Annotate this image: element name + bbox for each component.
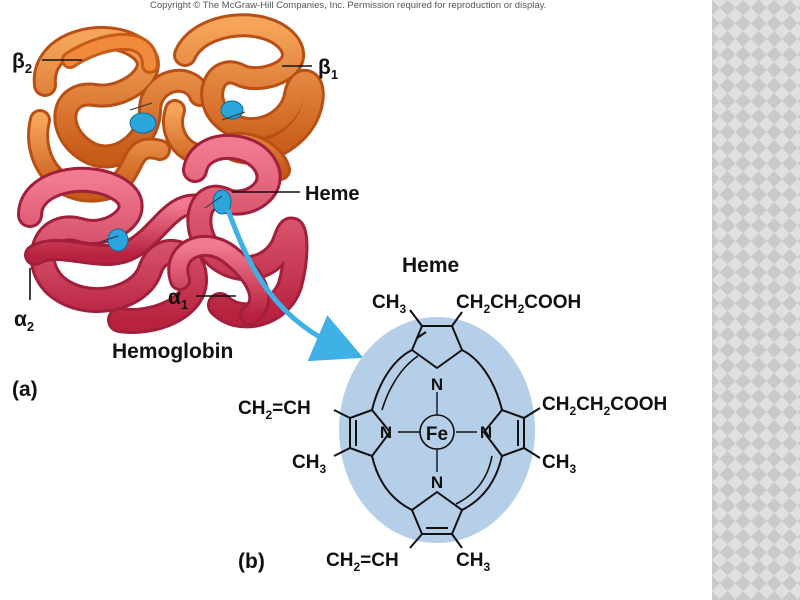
alpha2-label: α2 (14, 308, 34, 334)
copyright-notice: Copyright © The McGraw-Hill Companies, I… (150, 0, 547, 11)
nitrogen-top: N (431, 375, 443, 394)
panel-b-label: (b) (238, 550, 265, 573)
leader-lines (29, 59, 312, 300)
sub-left-lower-ch3: CH3 (292, 452, 326, 476)
sub-right-propionate: CH2CH2COOH (542, 394, 667, 418)
checkered-side-border (712, 0, 800, 600)
heme-molecule-title: Heme (402, 254, 459, 277)
sub-top-right-propionate: CH2CH2COOH (456, 292, 581, 316)
nitrogen-bottom: N (431, 473, 443, 492)
heme-groups (99, 100, 246, 252)
heme-callout-label: Heme (305, 183, 359, 205)
sub-bottom-right-ch3: CH3 (456, 550, 490, 574)
sub-right-lower-ch3: CH3 (542, 452, 576, 476)
hemoglobin-title: Hemoglobin (112, 340, 233, 363)
panel-a-label: (a) (12, 378, 38, 401)
zoom-arrow (225, 209, 364, 362)
iron-atom-circle (419, 414, 455, 450)
sub-top-left-ch3: CH3 (372, 292, 406, 316)
iron-atom: Fe (426, 424, 448, 445)
sub-bottom-left-vinyl: CH2=CH (326, 550, 399, 574)
beta1-label: β1 (318, 56, 338, 82)
beta2-label: β2 (12, 50, 32, 76)
porphyrin-ring (333, 309, 541, 549)
nitrogen-left: N (380, 423, 392, 442)
nitrogen-right: N (480, 423, 492, 442)
sub-left-vinyl: CH2=CH (238, 398, 311, 422)
hemoglobin-figure: β2 β1 Heme α2 α1 Hemoglobin (a) Heme (12, 13, 667, 574)
alpha-chains (17, 133, 309, 334)
alpha1-label: α1 (168, 286, 188, 312)
